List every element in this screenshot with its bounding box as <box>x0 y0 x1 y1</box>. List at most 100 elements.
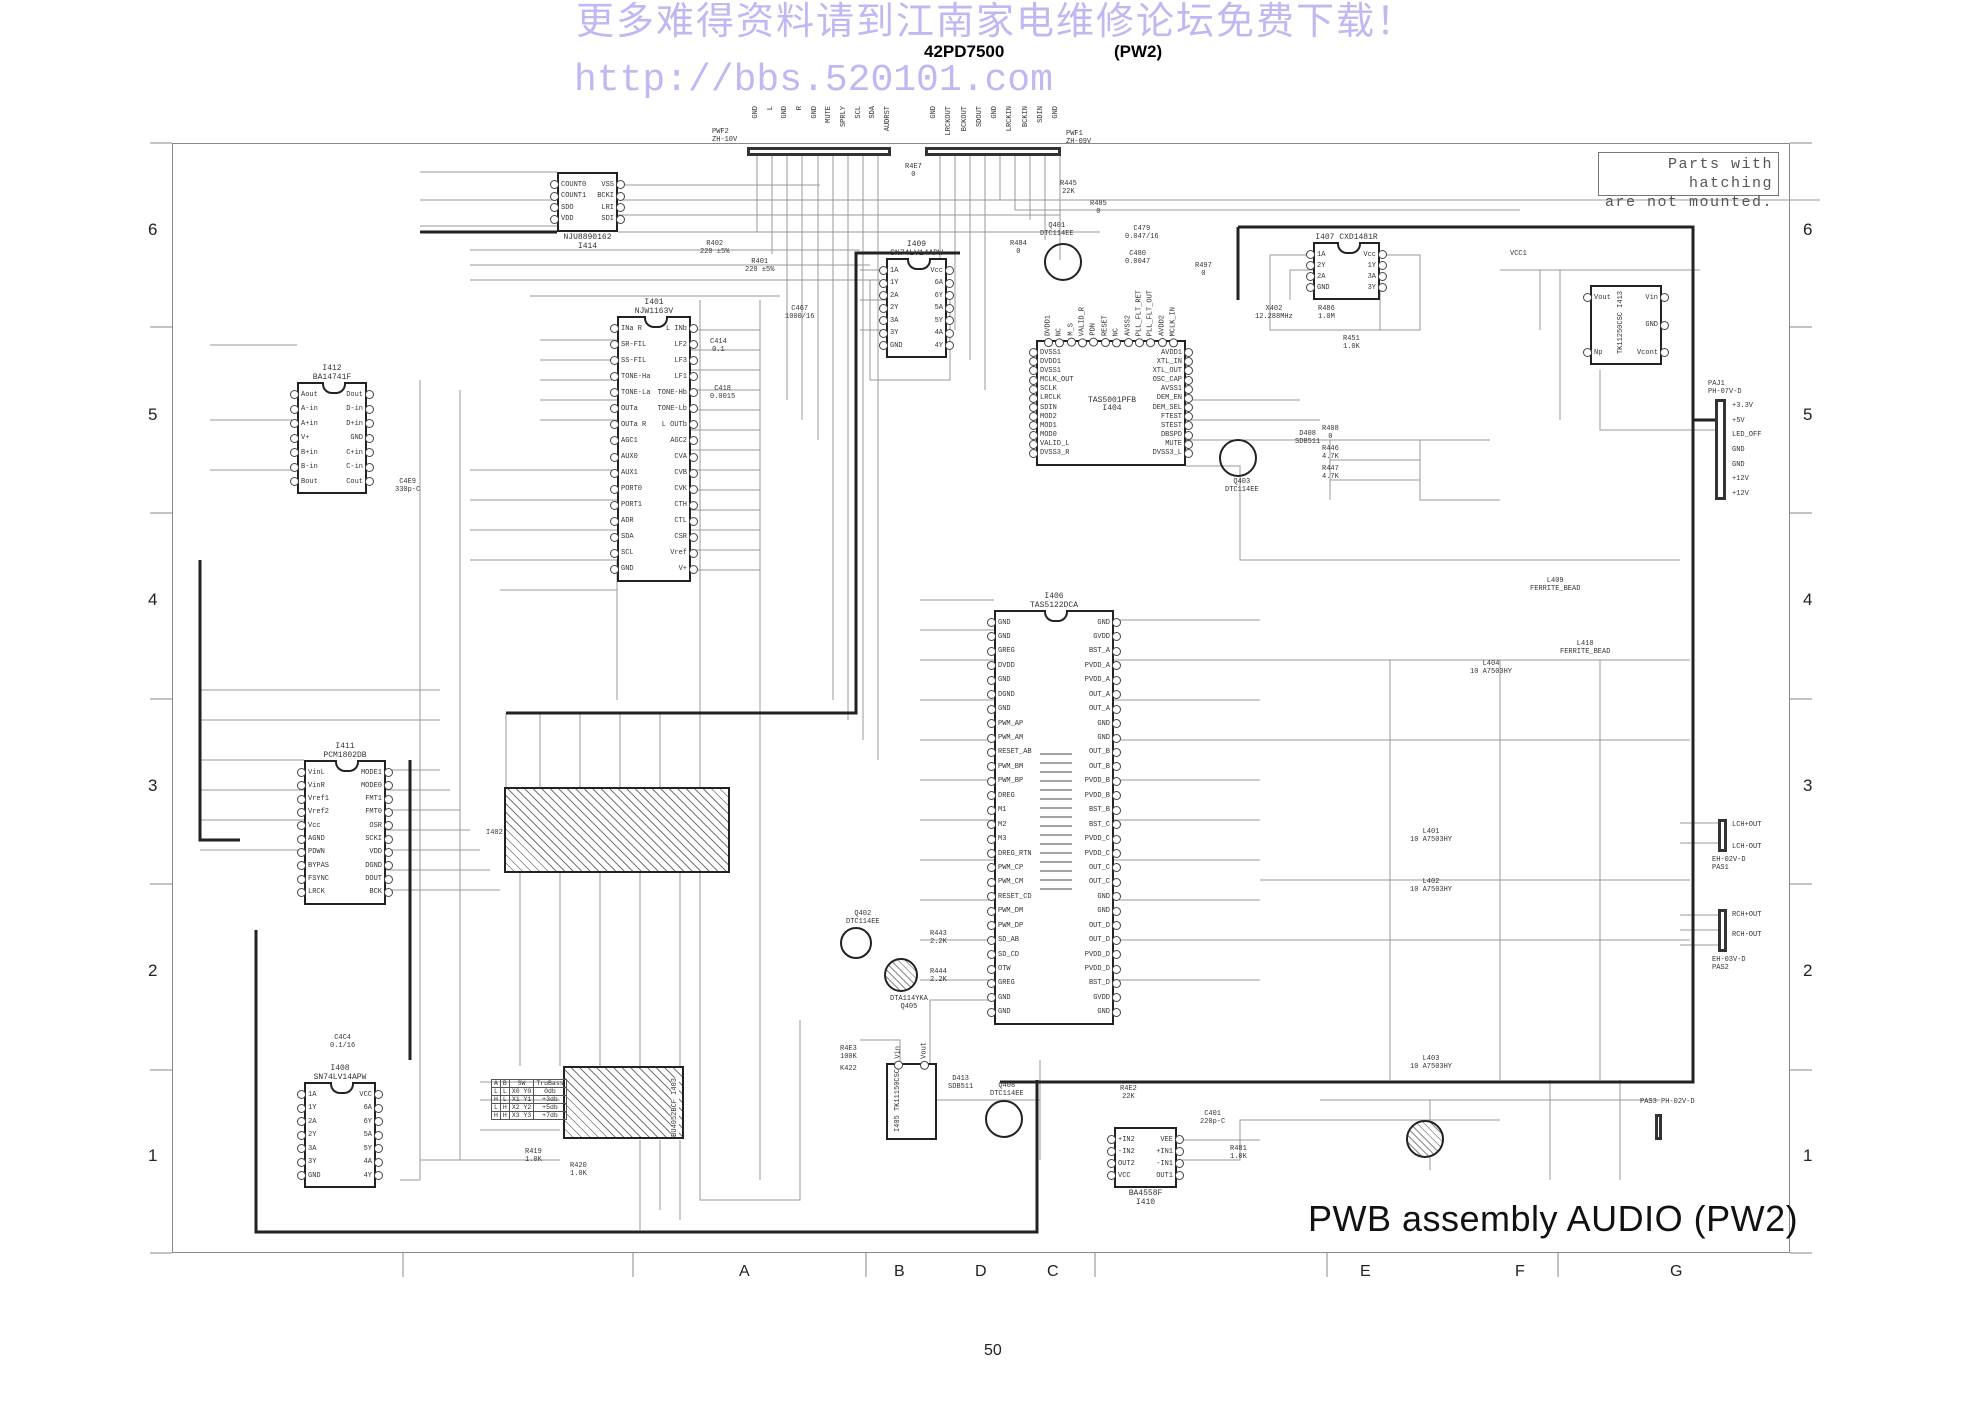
transistor-q408 <box>985 1100 1023 1138</box>
pin-circle <box>987 791 996 801</box>
connector-pin-label: +5V <box>1732 416 1745 425</box>
pin-circle <box>1029 393 1038 403</box>
row-label-3-right: 3 <box>1803 776 1813 795</box>
pin-circle <box>689 356 698 366</box>
pin-name: PORT1 <box>621 501 643 510</box>
pin-name: SD_CD <box>998 950 1020 959</box>
pin-name: OUT_B <box>1088 762 1110 771</box>
pin-circle <box>610 532 619 542</box>
pin-name: NC <box>1055 327 1064 336</box>
pin-name: CSR <box>674 533 687 542</box>
pin-circle <box>1112 964 1121 974</box>
pin-circle <box>1184 412 1193 422</box>
pin-circle <box>1112 762 1121 772</box>
pin-circle <box>1112 921 1121 931</box>
ic-pin: PVDD_D <box>1085 950 1121 960</box>
pin-circle <box>1660 320 1669 330</box>
pin-circle <box>374 1171 383 1180</box>
pin-circle <box>987 978 996 988</box>
pin-circle <box>1112 906 1121 916</box>
connector-pin-label: +3.3V <box>1732 402 1754 410</box>
pin-name: 5Y <box>363 1144 372 1153</box>
pin-name: PDN <box>1089 323 1098 336</box>
ic-pin: Bout <box>290 477 318 486</box>
ic-pin: NC <box>1112 328 1122 347</box>
row-label-6-right: 6 <box>1803 220 1813 239</box>
pin-circle <box>1029 448 1038 458</box>
ic-pin: 1A <box>879 266 898 275</box>
ic-pin: MODE0 <box>361 781 393 791</box>
pin-name: 6A <box>363 1104 372 1112</box>
connector-pin-label: LED_OFF <box>1732 431 1762 440</box>
pin-circle <box>689 532 698 542</box>
ic-pin: RESET_CD <box>987 892 1032 902</box>
ic-pin: MCLK_IN <box>1168 307 1178 347</box>
ic-pin: 3A <box>1368 272 1387 281</box>
component-ref: C414 <box>710 338 727 346</box>
ic-label: I405 TK11150CSC <box>894 1069 902 1132</box>
connector-pin-label: LCH+OUT <box>1732 821 1762 829</box>
ic-pin: B-in <box>290 462 318 472</box>
pin-circle <box>610 452 619 462</box>
pin-circle <box>1112 849 1121 858</box>
pin-name: Vout <box>1594 293 1611 302</box>
pin-circle <box>290 419 299 428</box>
pin-circle <box>879 328 888 338</box>
pin-circle <box>297 1171 306 1180</box>
pin-name: 1A <box>1317 250 1326 259</box>
ic-pin: MUTE <box>1165 439 1193 449</box>
component-ref: R484 <box>1010 240 1027 248</box>
cell: L <box>491 1087 501 1096</box>
transistor-q402 <box>840 927 872 959</box>
pin-circle <box>374 1130 383 1140</box>
pin-circle <box>689 372 698 382</box>
ic-pin: 6Y <box>935 291 954 300</box>
ic-pin: OTW <box>987 964 1011 974</box>
pin-circle <box>374 1117 383 1126</box>
ic-ref: I411 <box>335 742 355 751</box>
ic-pin: AVDD2 <box>1157 315 1167 347</box>
ic-pin: PWM_AP <box>987 719 1023 729</box>
pin-circle <box>1044 338 1053 347</box>
pin-name: 3A <box>1367 272 1376 281</box>
ic-pin: COUNT0 <box>550 180 586 189</box>
pin-circle <box>945 303 954 313</box>
connector-pin-label: LCH-OUT <box>1732 843 1762 851</box>
pin-circle <box>987 762 996 772</box>
pin-name: B-in <box>301 463 318 471</box>
pin-circle <box>1184 375 1193 385</box>
pin-name: CTL <box>674 517 687 526</box>
pin-name: DREG <box>998 791 1015 800</box>
ic-pin: 3A <box>879 316 898 325</box>
pin-circle <box>365 448 374 457</box>
connector-pin-label: SDOUT <box>975 106 984 128</box>
pin-circle <box>616 214 625 224</box>
ic-pin: Vout <box>920 1042 929 1070</box>
pin-circle <box>1157 338 1167 347</box>
pin-name: LRCLK <box>1040 394 1062 403</box>
page-number: 50 <box>984 1342 1002 1359</box>
pin-name: -IN1 <box>1156 1159 1173 1168</box>
cell: +3db <box>533 1095 567 1104</box>
pin-circle <box>987 921 996 931</box>
ic-pin: RESET_AB <box>987 747 1032 757</box>
cell: +5db <box>533 1103 567 1112</box>
connector-ref: PAS1 <box>1712 864 1729 872</box>
ic-part: NJW1163V <box>634 307 674 316</box>
pin-name: MOD2 <box>1040 412 1057 421</box>
pin-circle <box>365 462 374 472</box>
pin-name: V+ <box>678 565 687 574</box>
pin-name: MOD0 <box>1040 431 1057 440</box>
pin-circle <box>384 781 393 791</box>
ic-part: TAS5001PFB <box>1088 396 1137 405</box>
